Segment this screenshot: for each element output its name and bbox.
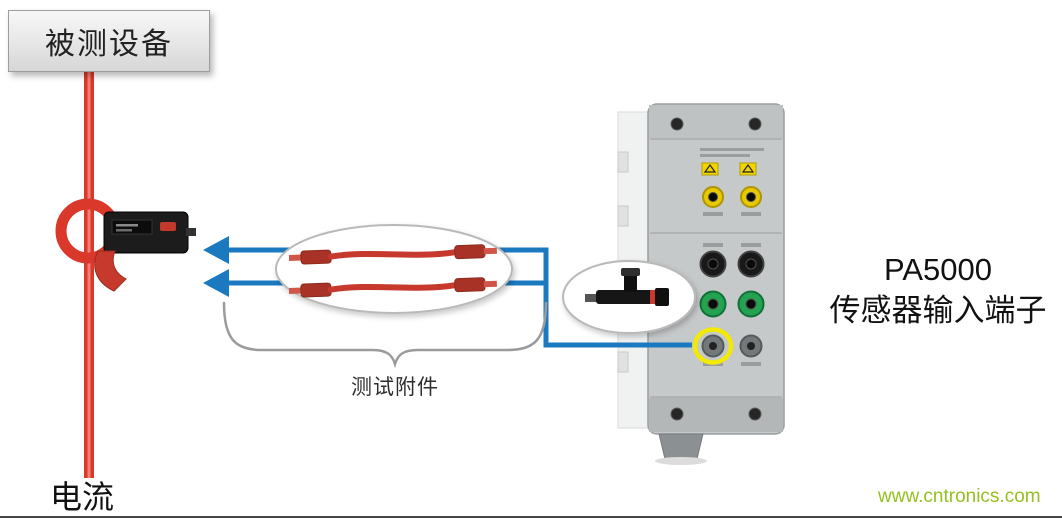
clamp-display bbox=[111, 219, 153, 235]
terminal-hole bbox=[745, 258, 757, 270]
panel-foot bbox=[658, 433, 704, 460]
green-terminal-group bbox=[699, 290, 765, 318]
terminal-highlight-ring bbox=[692, 327, 734, 365]
banana-test-lead bbox=[288, 244, 497, 265]
lead-plug bbox=[454, 277, 486, 293]
lead-plug bbox=[454, 244, 486, 260]
sensor-cable-adapter bbox=[585, 268, 669, 306]
screw-icon bbox=[748, 407, 762, 421]
terminal-hole bbox=[708, 192, 718, 202]
clamp-trigger bbox=[94, 250, 127, 292]
panel-top-cap bbox=[649, 105, 783, 138]
watermark: www.cntronics.com bbox=[878, 486, 1041, 507]
terminal-hole bbox=[707, 298, 719, 310]
terminal-hole bbox=[707, 258, 719, 270]
callout-ellipse bbox=[275, 224, 513, 314]
screw-icon bbox=[670, 407, 684, 421]
terminal-hole bbox=[746, 192, 756, 202]
panel-title-line1: PA5000 bbox=[883, 252, 992, 287]
lead-plug bbox=[300, 282, 332, 298]
pa5000-panel bbox=[647, 103, 785, 465]
banana-test-lead bbox=[288, 277, 497, 298]
terminal-hole bbox=[745, 298, 757, 310]
current-label: 电流 bbox=[50, 479, 115, 515]
screw-icon bbox=[748, 117, 762, 131]
lead-cable bbox=[327, 249, 458, 260]
warning-triangle-icon bbox=[703, 163, 717, 173]
clamp-switch bbox=[160, 222, 176, 231]
black-terminal-group bbox=[699, 243, 765, 278]
terminal-hole bbox=[747, 342, 755, 350]
terminal-label bbox=[741, 243, 761, 247]
panel-print bbox=[700, 154, 750, 157]
clamp-display-line bbox=[116, 224, 138, 227]
adapter-stub-cap bbox=[621, 268, 640, 276]
accessories-brace bbox=[222, 301, 548, 369]
strip-connector bbox=[617, 151, 629, 173]
panel-title: PA5000 传感器输入端子 bbox=[820, 250, 1056, 332]
yellow-terminal-group bbox=[701, 162, 762, 216]
lead-plug bbox=[300, 249, 332, 265]
lead-tip bbox=[288, 287, 303, 294]
adapter-plug bbox=[655, 288, 669, 306]
adapter-callout bbox=[562, 260, 696, 334]
strip-connector bbox=[617, 205, 629, 227]
panel-bottom-cap bbox=[649, 398, 783, 432]
device-under-test-label: 被测设备 bbox=[45, 28, 173, 61]
bottom-rule bbox=[0, 516, 1062, 518]
lead-tip bbox=[483, 280, 497, 288]
terminal-label bbox=[741, 362, 761, 366]
warning-triangle-icon bbox=[741, 163, 755, 173]
foot-shadow bbox=[655, 457, 707, 465]
adapter-red-band bbox=[650, 290, 655, 304]
strip-connector bbox=[617, 351, 629, 373]
lead-tip bbox=[483, 247, 497, 255]
lead-tip bbox=[288, 254, 303, 261]
clamp-display-line bbox=[116, 229, 132, 232]
terminal-label bbox=[741, 212, 761, 216]
device-under-test-box: 被测设备 bbox=[8, 10, 210, 72]
test-accessories-label: 测试附件 bbox=[351, 376, 439, 399]
lead-cable bbox=[327, 282, 458, 293]
adapter-tip bbox=[585, 294, 597, 302]
test-leads-callout bbox=[275, 224, 513, 314]
terminal-label bbox=[703, 243, 723, 247]
current-clamp-probe bbox=[55, 198, 196, 292]
arrowhead-bottom-icon bbox=[203, 269, 229, 297]
terminal-hole bbox=[709, 342, 717, 350]
panel-title-line2: 传感器输入端子 bbox=[829, 292, 1047, 328]
clamp-cable-stub bbox=[186, 228, 196, 236]
adapter-body bbox=[596, 290, 658, 304]
screw-icon bbox=[670, 117, 684, 131]
arrowhead-top-icon bbox=[203, 236, 229, 264]
terminal-label bbox=[703, 212, 723, 216]
panel-print bbox=[700, 148, 764, 151]
adapter-stub bbox=[624, 274, 637, 292]
